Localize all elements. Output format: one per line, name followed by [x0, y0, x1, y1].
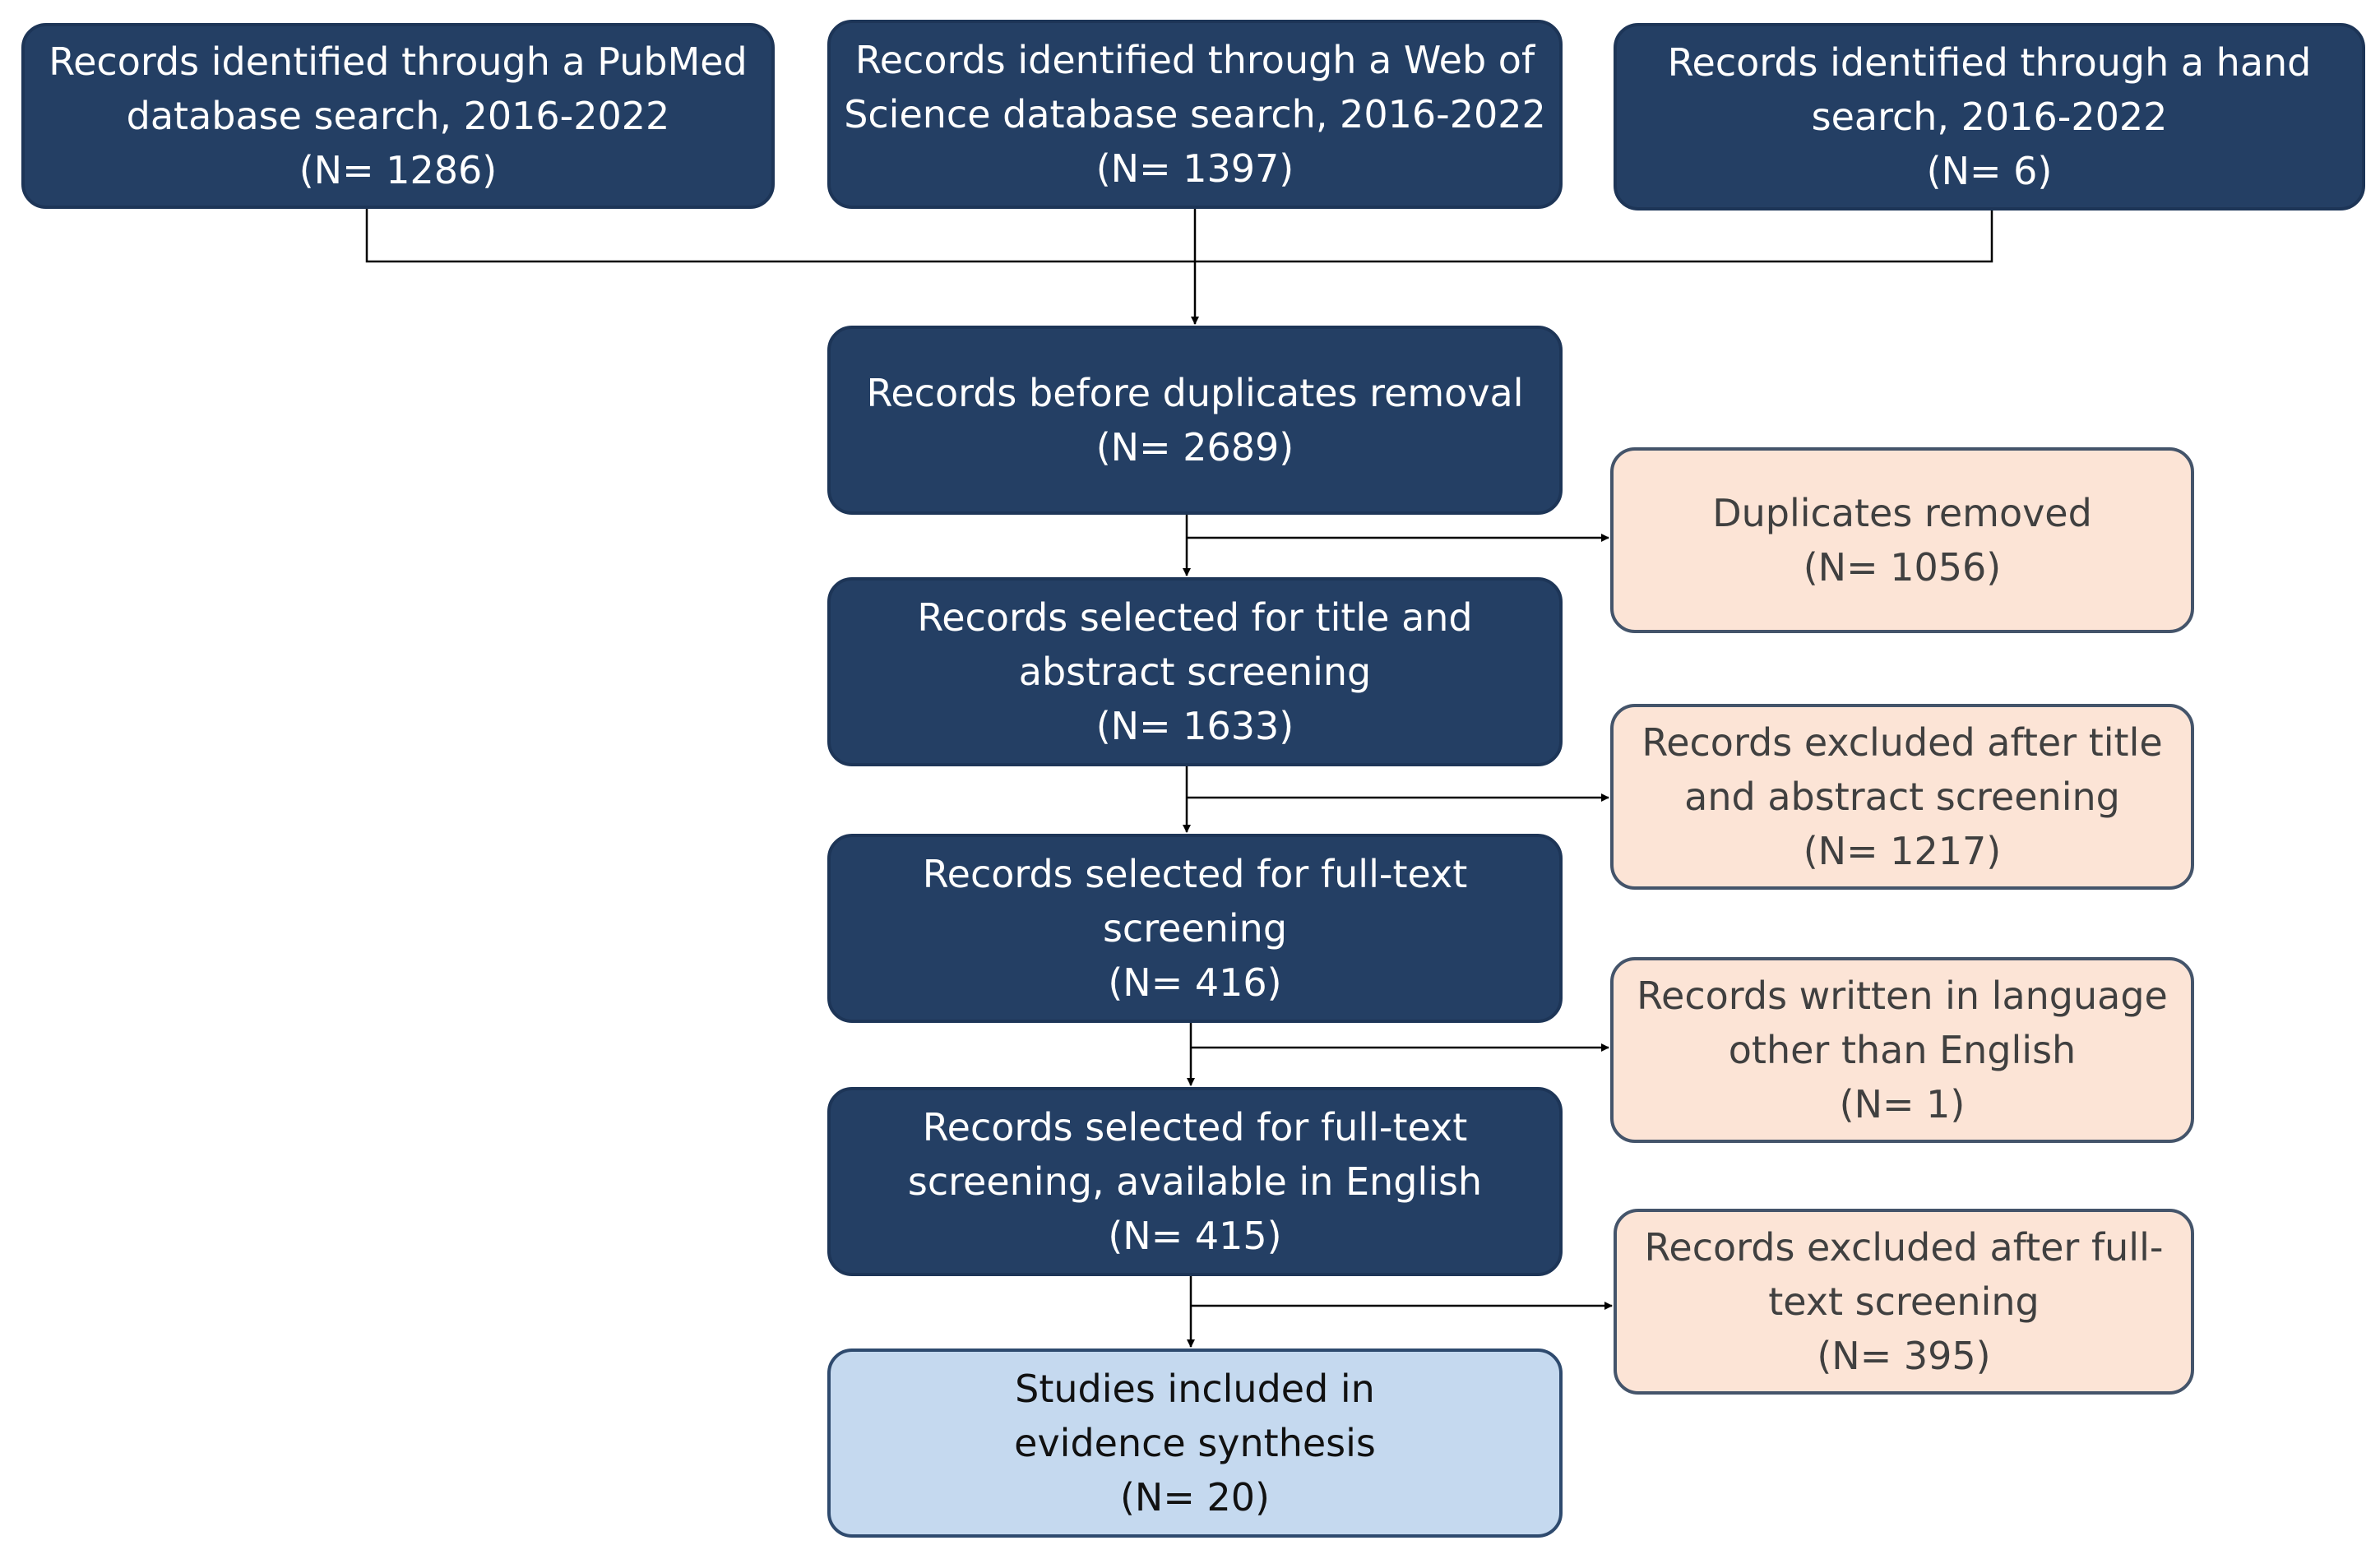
excluded-title-abstract-count: (N= 1217): [1803, 829, 2002, 873]
hand-search-count: (N= 6): [1926, 149, 2053, 193]
duplicates-removed-count: (N= 1056): [1803, 545, 2002, 590]
full-text-screening-box: Records selected for full-text screening…: [827, 834, 1563, 1023]
records-before-duplicates-count: (N= 2689): [1095, 425, 1294, 470]
other-language-count: (N= 1): [1839, 1082, 1966, 1126]
other-language-box: Records written in language other than E…: [1610, 957, 2194, 1143]
title-abstract-screening-count: (N= 1633): [1095, 704, 1294, 748]
duplicates-removed-box: Duplicates removed (N= 1056): [1610, 447, 2194, 633]
studies-included-box: Studies included in evidence synthesis (…: [827, 1349, 1563, 1538]
web-of-science-line2: Science database search, 2016-2022: [844, 92, 1546, 136]
duplicates-removed-line1: Duplicates removed: [1712, 491, 2092, 535]
title-abstract-screening-line1: Records selected for title and: [917, 595, 1473, 640]
records-before-duplicates-line1: Records before duplicates removal: [866, 371, 1524, 415]
other-language-line2: other than English: [1728, 1028, 2077, 1072]
full-text-english-count: (N= 415): [1108, 1214, 1282, 1258]
full-text-english-line2: screening, available in English: [907, 1159, 1483, 1204]
pubmed-search-line1: Records identified through a PubMed: [49, 39, 748, 84]
studies-included-count: (N= 20): [1119, 1475, 1270, 1520]
studies-included-line1: Studies included in: [1015, 1367, 1375, 1411]
pubmed-search-box: Records identified through a PubMed data…: [21, 23, 775, 209]
full-text-english-box: Records selected for full-text screening…: [827, 1087, 1563, 1276]
studies-included-line2: evidence synthesis: [1014, 1421, 1376, 1465]
other-language-line1: Records written in language: [1637, 974, 2168, 1018]
hand-search-line1: Records identified through a hand: [1667, 40, 2312, 85]
excluded-full-text-count: (N= 395): [1817, 1334, 1991, 1378]
full-text-screening-line1: Records selected for full-text: [922, 852, 1468, 896]
excluded-full-text-line1: Records excluded after full-: [1644, 1225, 2164, 1270]
excluded-full-text-box: Records excluded after full- text screen…: [1614, 1209, 2194, 1395]
records-before-duplicates-box: Records before duplicates removal (N= 26…: [827, 326, 1563, 515]
pubmed-connector-line: [365, 209, 1993, 263]
excluded-full-text-line2: text screening: [1768, 1279, 2040, 1324]
excluded-title-abstract-line1: Records excluded after title: [1641, 720, 2163, 765]
web-of-science-count: (N= 1397): [1095, 146, 1294, 191]
title-abstract-screening-line2: abstract screening: [1018, 650, 1372, 694]
web-of-science-line1: Records identified through a Web of: [854, 38, 1535, 82]
web-of-science-search-box: Records identified through a Web of Scie…: [827, 20, 1563, 209]
full-text-english-line1: Records selected for full-text: [922, 1105, 1468, 1150]
hand-search-box: Records identified through a hand search…: [1614, 23, 2365, 210]
pubmed-search-count: (N= 1286): [299, 148, 498, 192]
title-abstract-screening-box: Records selected for title and abstract …: [827, 577, 1563, 766]
pubmed-search-line2: database search, 2016-2022: [126, 94, 670, 138]
excluded-title-abstract-box: Records excluded after title and abstrac…: [1610, 704, 2194, 890]
full-text-screening-line2: screening: [1102, 906, 1288, 951]
hand-search-line2: search, 2016-2022: [1811, 95, 2168, 139]
full-text-screening-count: (N= 416): [1108, 960, 1282, 1005]
excluded-title-abstract-line2: and abstract screening: [1684, 775, 2120, 819]
